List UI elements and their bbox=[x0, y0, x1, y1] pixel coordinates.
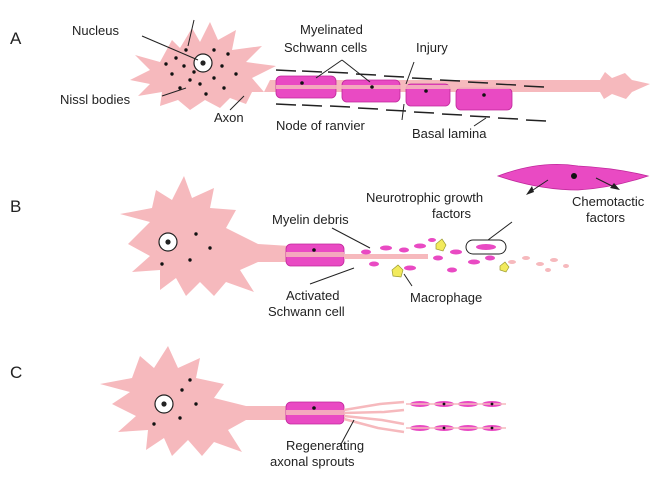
neurotrophic-cell bbox=[476, 244, 496, 250]
label-basal-lamina: Basal lamina bbox=[412, 126, 487, 141]
panel-c: C Regenerating bbox=[10, 346, 506, 469]
macrophage bbox=[391, 264, 404, 278]
leader-lines-b bbox=[309, 227, 413, 287]
label-myelinated-line1: Myelinated bbox=[300, 22, 363, 37]
label-chemotactic-line2: factors bbox=[586, 210, 626, 225]
label-regenerating-line2: axonal sprouts bbox=[270, 454, 355, 469]
label-myelinated-line2: Schwann cells bbox=[284, 40, 368, 55]
label-neurotrophic-line2: factors bbox=[432, 206, 472, 221]
panel-b-letter: B bbox=[10, 197, 21, 216]
label-node-of-ranvier: Node of ranvier bbox=[276, 118, 366, 133]
neuron-cell-body-a bbox=[130, 22, 650, 110]
neuron-cell-body-c bbox=[100, 346, 288, 456]
label-myelin-debris: Myelin debris bbox=[272, 212, 349, 227]
nissl-bodies-c bbox=[152, 378, 198, 426]
label-macrophage: Macrophage bbox=[410, 290, 482, 305]
schwann-cell bbox=[405, 83, 451, 107]
panel-a-letter: A bbox=[10, 29, 22, 48]
label-nissl-bodies: Nissl bodies bbox=[60, 92, 131, 107]
label-activated-line2: Schwann cell bbox=[268, 304, 345, 319]
degenerating-axon bbox=[344, 238, 569, 273]
label-chemotactic-line1: Chemotactic bbox=[572, 194, 645, 209]
label-activated-line1: Activated bbox=[286, 288, 339, 303]
axon-core-c bbox=[286, 410, 344, 415]
label-injury: Injury bbox=[416, 40, 448, 55]
macrophages bbox=[391, 238, 510, 278]
nissl-bodies bbox=[164, 48, 238, 96]
nucleolus-c bbox=[161, 401, 167, 407]
macrophage bbox=[435, 238, 447, 252]
panel-a: A bbox=[10, 19, 650, 141]
label-nucleus: Nucleus bbox=[72, 23, 119, 38]
axon-core-a bbox=[276, 85, 512, 89]
label-neurotrophic-line1: Neurotrophic growth bbox=[366, 190, 483, 205]
panel-b: B bbox=[10, 163, 650, 319]
neuron-cell-body-b bbox=[120, 176, 290, 296]
nucleolus-a bbox=[200, 60, 206, 66]
label-regenerating-line1: Regenerating bbox=[286, 438, 364, 453]
axon-core-b bbox=[286, 252, 344, 257]
macrophage bbox=[499, 261, 510, 273]
nissl-bodies-b bbox=[160, 232, 212, 266]
leader-lines-a bbox=[141, 19, 487, 127]
schwann-cell bbox=[341, 79, 401, 103]
axonal-sprouts bbox=[343, 400, 405, 434]
panel-c-letter: C bbox=[10, 363, 22, 382]
nucleolus-b bbox=[165, 239, 171, 245]
schwann-cell bbox=[455, 87, 513, 111]
schwann-cell-bands bbox=[406, 401, 506, 431]
label-axon: Axon bbox=[214, 110, 244, 125]
schwann-cells-a bbox=[275, 75, 513, 111]
arrows-b bbox=[487, 177, 620, 241]
leader-line-sprouts bbox=[339, 419, 355, 447]
